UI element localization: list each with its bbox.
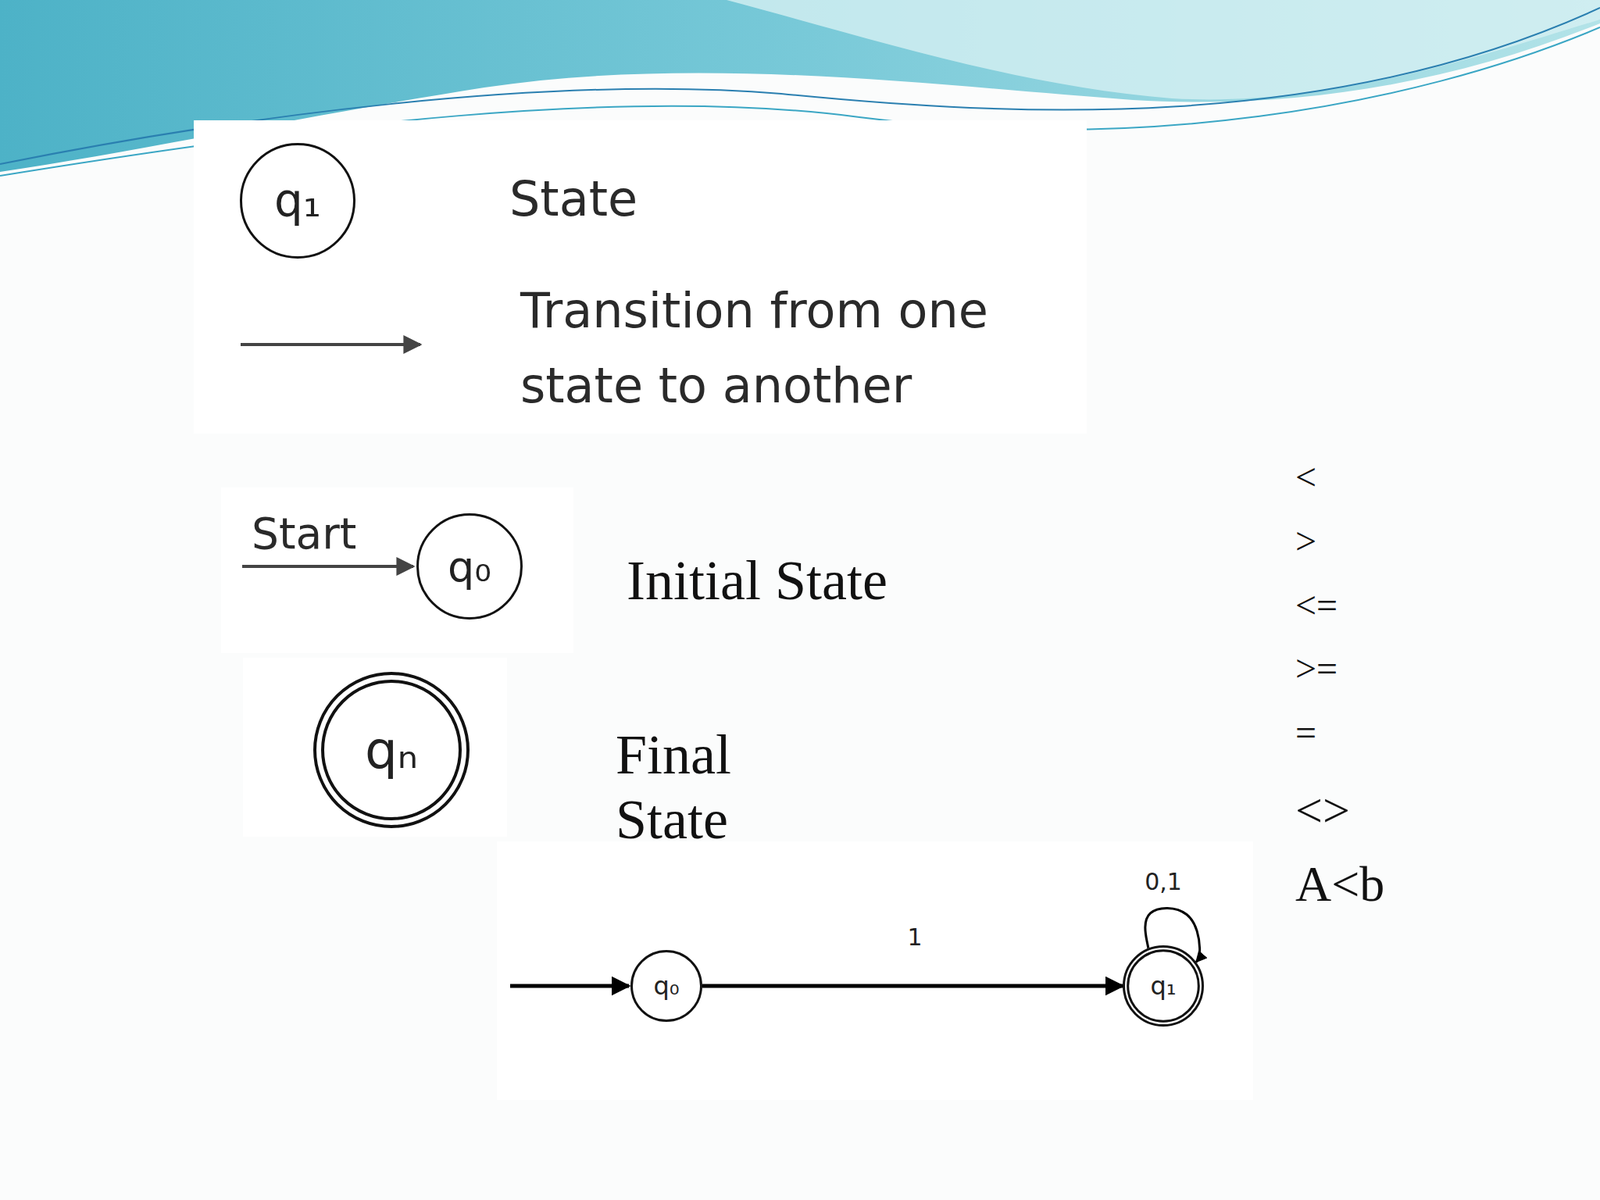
top-wave-light (726, 0, 1600, 100)
operator-text: <> (1295, 781, 1350, 840)
state-circle: q₁ (1122, 945, 1204, 1027)
image-panel (193, 120, 1087, 434)
legend-text: Transition from one state to another (520, 273, 1060, 424)
transition-arrow-symbol (240, 342, 421, 347)
expression-text: A<b (1295, 854, 1385, 915)
state-name: q₁ (239, 142, 356, 259)
operator-text: <= (1295, 582, 1338, 629)
slide-text: Final State (615, 722, 819, 853)
start-arrow-symbol (510, 984, 629, 989)
transition-arrow (702, 984, 1123, 989)
image-panel (496, 841, 1254, 1100)
state-name: q₀ (630, 950, 703, 1022)
state-circle: q₀ (416, 513, 523, 620)
state-circle: q₁ (239, 142, 356, 259)
operator-text: >= (1295, 646, 1338, 692)
image-panel (242, 657, 508, 837)
start-label: Start (251, 507, 357, 560)
state-circle: qₙ (313, 671, 470, 829)
operator-text: < (1295, 454, 1317, 500)
state-circle: q₀ (630, 950, 703, 1022)
image-panel (221, 487, 574, 654)
state-name: q₀ (416, 513, 523, 620)
operator-text: = (1295, 710, 1317, 756)
slide-text: Initial State (626, 546, 888, 615)
operator-text: > (1295, 518, 1317, 565)
transition-symbol: 1 (904, 923, 925, 951)
start-arrow-symbol (242, 564, 414, 568)
state-name: q₁ (1122, 945, 1204, 1027)
transition-symbol: 0,1 (1142, 867, 1185, 896)
legend-text: State (509, 170, 638, 229)
state-name: qₙ (313, 671, 470, 829)
